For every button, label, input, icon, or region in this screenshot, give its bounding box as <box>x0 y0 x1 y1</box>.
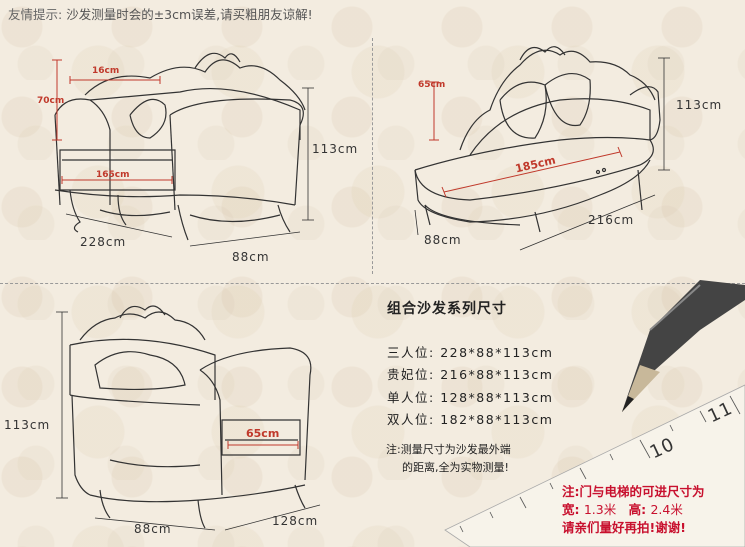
spec-row-label: 贵妃位: <box>387 367 435 382</box>
divider-vertical <box>372 38 373 274</box>
chaise-drawing <box>414 46 661 233</box>
three-seat-width: 228cm <box>80 235 127 249</box>
doorway-warning: 注:门与电梯的可进尺寸为 宽: 1.3米 高: 2.4米 请亲们量好再拍!谢谢! <box>562 483 705 537</box>
chair-seat-width: 65cm <box>246 427 280 440</box>
doorway-line-2: 宽: 1.3米 高: 2.4米 <box>562 501 705 519</box>
doorway-height-label: 高: <box>628 502 647 517</box>
single-chair-drawing <box>69 305 312 529</box>
measurement-note: 注:测量尺寸为沙发最外端 的距离,全为实物测量! <box>386 441 511 477</box>
spec-row: 贵妃位: 216*88*113cm <box>387 364 553 383</box>
spec-row-value: 216*88*113cm <box>440 367 554 382</box>
spec-panel: 组合沙发系列尺寸 三人位: 228*88*113cm 贵妃位: 216*88*1… <box>387 298 552 427</box>
chair-depth: 128cm <box>272 514 319 528</box>
three-seat-black-dimensions <box>65 87 314 247</box>
divider-horizontal <box>0 283 745 284</box>
spec-row-label: 双人位: <box>387 412 435 427</box>
spec-row: 三人位: 228*88*113cm <box>387 342 553 361</box>
spec-title: 组合沙发系列尺寸 <box>387 301 507 317</box>
three-seat-depth: 88cm <box>232 250 270 264</box>
measurement-notice: 友情提示: 沙发测量时会的±3cm误差,请买粗朋友谅解! <box>8 4 313 23</box>
chair-black-dimensions <box>56 311 321 531</box>
note-line-1: 注:测量尺寸为沙发最外端 <box>386 443 511 456</box>
spec-row-label: 单人位: <box>387 390 435 405</box>
chaise-width: 216cm <box>588 213 635 227</box>
doorway-width-label: 宽: <box>562 502 580 517</box>
three-seat-height: 113cm <box>312 142 359 156</box>
chaise-black-dimensions <box>414 57 670 251</box>
ruler-illustration <box>444 384 745 547</box>
doorway-height-value: 2.4米 <box>650 502 683 517</box>
three-seat-back-depth: 16cm <box>92 66 120 76</box>
doorway-line-1: 注:门与电梯的可进尺寸为 <box>562 484 705 499</box>
spec-row-value: 228*88*113cm <box>440 345 554 360</box>
chaise-height: 113cm <box>676 98 723 112</box>
three-seat-seat-height: 70cm <box>37 96 65 106</box>
notice-label: 友情提示: <box>8 7 63 22</box>
pencil-icon <box>622 280 745 412</box>
doorway-width-value: 1.3米 <box>583 502 617 517</box>
spec-row-value: 182*88*113cm <box>440 412 554 427</box>
chair-red-dimensions <box>227 441 299 449</box>
chair-height: 113cm <box>4 418 51 432</box>
chaise-red-dimensions <box>429 81 623 198</box>
note-line-2: 的距离,全为实物测量! <box>402 461 509 474</box>
notice-text: 沙发测量时会的±3cm误差,请买粗朋友谅解! <box>66 7 313 22</box>
chair-width: 88cm <box>134 522 172 536</box>
spec-row: 双人位: 182*88*113cm <box>387 409 553 428</box>
three-seat-sofa-drawing <box>54 52 306 241</box>
three-seat-seat-width: 165cm <box>96 170 130 180</box>
spec-row: 单人位: 128*88*113cm <box>387 387 553 406</box>
three-seat-red-dimensions <box>52 59 173 184</box>
spec-row-label: 三人位: <box>387 345 435 360</box>
chaise-back-height: 65cm <box>418 80 446 90</box>
spec-row-value: 128*88*113cm <box>440 390 554 405</box>
chaise-depth: 88cm <box>424 233 462 247</box>
doorway-line-3: 请亲们量好再拍!谢谢! <box>562 520 686 535</box>
